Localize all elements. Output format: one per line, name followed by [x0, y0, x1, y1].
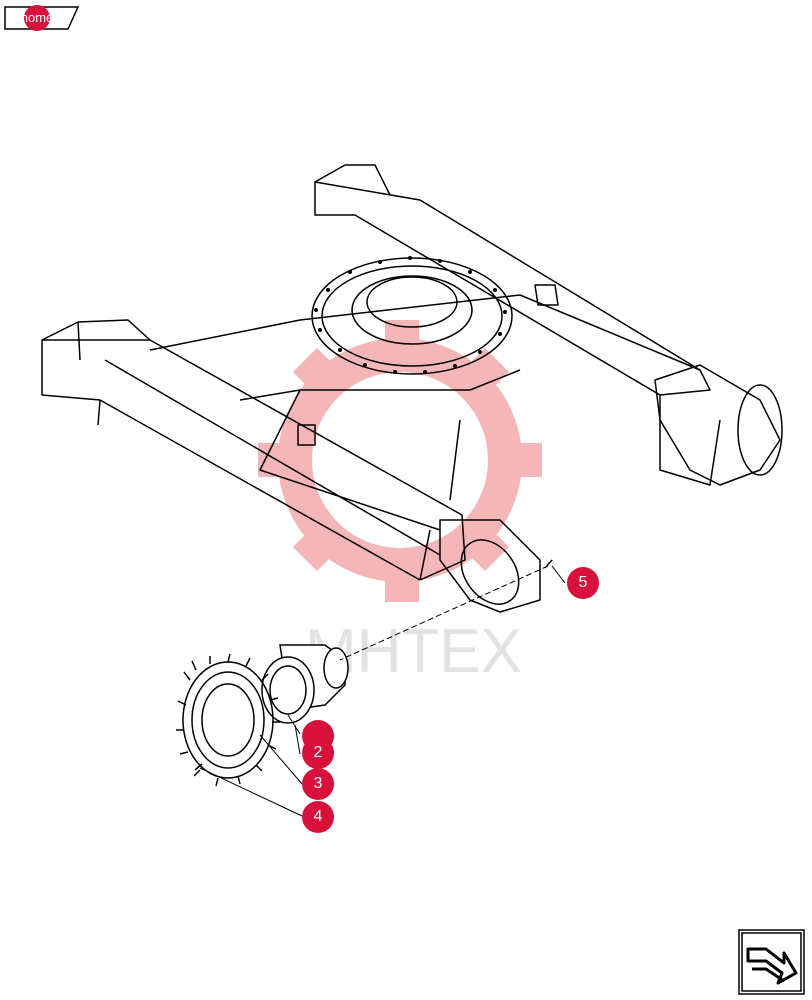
travel-motor [261, 644, 349, 724]
drive-sprocket [176, 653, 280, 787]
back-button[interactable] [738, 929, 805, 995]
undercarriage-frame [41, 164, 783, 613]
bearing-bolt-holes [314, 256, 507, 374]
home-button[interactable]: home [4, 4, 80, 31]
leader-lines [199, 565, 566, 817]
callout-5[interactable]: 5 [567, 567, 599, 599]
callout-4[interactable]: 4 [302, 801, 334, 833]
back-arrow-icon [738, 929, 805, 995]
callout-3[interactable]: 3 [302, 768, 334, 800]
callout-2[interactable]: 2 [302, 737, 334, 769]
home-tab-icon [4, 5, 80, 31]
home-label: home [20, 10, 54, 25]
